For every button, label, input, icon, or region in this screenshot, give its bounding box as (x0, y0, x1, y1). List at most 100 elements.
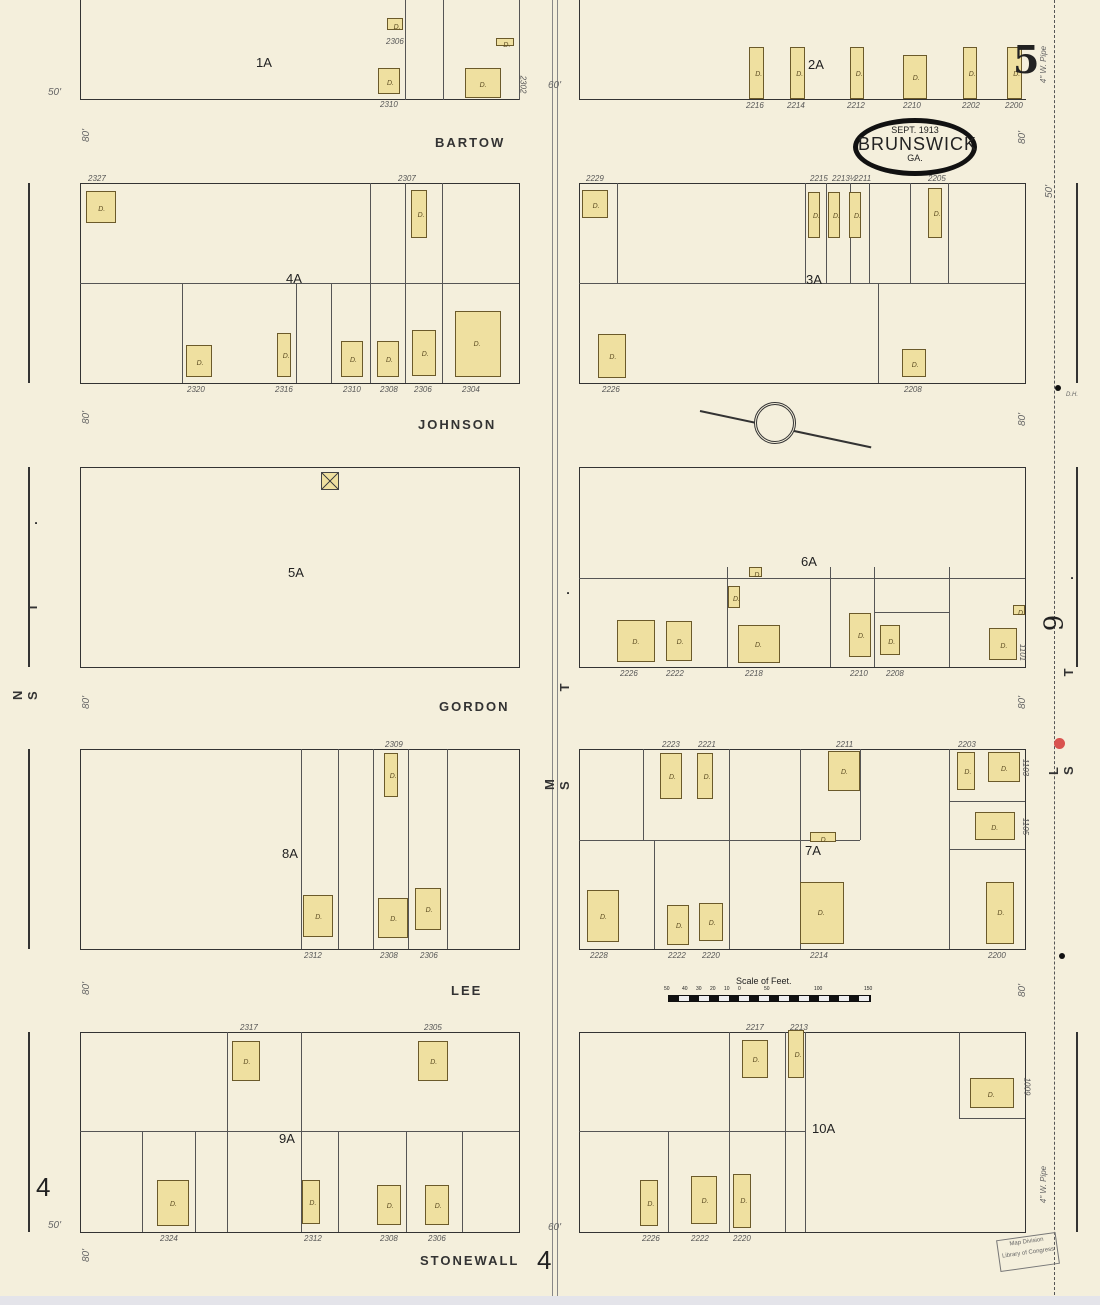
lot-line (579, 578, 1025, 579)
scale-tick-label: 150 (864, 986, 873, 992)
dwelling-building: D. (378, 898, 408, 938)
dwelling-mark: D. (676, 923, 683, 931)
street-gordon: GORDON (439, 699, 510, 714)
house-number: 2203 (958, 740, 976, 749)
block-6a (579, 467, 1026, 668)
house-number: 2205 (928, 174, 946, 183)
house-number: 2320 (187, 385, 205, 394)
lot-line (227, 1032, 228, 1232)
width-label: 80' (1017, 983, 1029, 998)
dwelling-building: D. (738, 625, 780, 663)
lot-line (949, 849, 1025, 850)
house-number: 2228 (590, 951, 608, 960)
edge-line (1076, 183, 1078, 383)
dwelling-building: D. (465, 68, 501, 98)
dwelling-building: D. (582, 190, 608, 218)
dwelling-mark: D. (389, 772, 397, 780)
dwelling-building: D. (742, 1040, 768, 1078)
house-number: 1009 (1022, 1077, 1032, 1096)
dwelling-mark: D. (350, 357, 357, 365)
dwelling-building: D. (640, 1180, 658, 1226)
house-number: 1103 (1021, 758, 1031, 777)
dwelling-mark: D. (425, 907, 433, 914)
house-number: 2222 (691, 1234, 709, 1243)
lot-line (142, 1131, 143, 1232)
width-label: 50' (48, 1220, 62, 1231)
width-label: 80' (81, 1248, 93, 1263)
house-number: 2307 (398, 174, 416, 183)
block-label: 6A (801, 554, 817, 569)
house-number: 2310 (380, 100, 398, 109)
dwelling-building: D. (455, 311, 501, 377)
house-number: 2306 (420, 951, 438, 960)
block-label: 9A (279, 1131, 295, 1146)
dwelling-mark: D. (813, 212, 820, 220)
house-number: 2211 (836, 740, 854, 749)
adjacent-sheet-right: 9 (1039, 614, 1070, 632)
bottom-strip (0, 1296, 1100, 1305)
skylight-marker (321, 472, 339, 490)
street-stonewall: STONEWALL (420, 1253, 520, 1268)
dwelling-building: D. (691, 1176, 717, 1224)
edge-line (28, 183, 30, 383)
dwelling-building: D. (902, 349, 926, 377)
lot-line (617, 183, 618, 283)
scale-tick-label: 50 (764, 986, 770, 992)
house-number: 2217 (746, 1023, 764, 1032)
dwelling-building: D. (800, 882, 844, 944)
dwelling-building: D. (667, 905, 689, 945)
width-label: 80' (81, 981, 93, 996)
dwelling-mark: D. (1013, 70, 1021, 78)
dwelling-mark: D. (820, 836, 828, 844)
dwelling-mark: D. (968, 70, 976, 78)
scale-tick-label: 20 (710, 986, 716, 992)
dwelling-building: D. (790, 47, 805, 99)
lot-line (442, 183, 443, 383)
lot-line (579, 1131, 805, 1132)
house-number: 2305 (424, 1023, 442, 1032)
dwelling-building: D. (988, 752, 1020, 782)
fire-alarm-icon (1054, 738, 1065, 749)
dwelling-mark: D. (282, 352, 290, 360)
dwelling-mark: D. (701, 1197, 709, 1205)
lot-line (949, 567, 950, 667)
dwelling-mark: D. (752, 1057, 760, 1065)
dwelling-building: D. (303, 895, 333, 937)
house-number: 2226 (642, 1234, 660, 1243)
block-label: 1A (256, 55, 272, 70)
lot-line (729, 749, 730, 949)
dwelling-building: D. (387, 18, 403, 31)
dwelling-mark: D. (196, 359, 204, 367)
hydrant-icon (1059, 953, 1065, 959)
dwelling-mark: D. (964, 769, 972, 777)
width-label: 80' (1017, 695, 1029, 710)
title-cartouche: SEPT. 1913 BRUNSWICK GA. (853, 118, 977, 176)
dwelling-mark: D. (600, 913, 607, 921)
house-number: 2200 (1005, 101, 1023, 110)
dwelling-building: D. (828, 751, 860, 791)
dwelling-mark: D. (1018, 609, 1025, 617)
dwelling-mark: D. (632, 639, 640, 646)
edge-line (28, 1032, 30, 1232)
dwelling-mark: D. (991, 824, 999, 832)
width-label: 60' (548, 1222, 562, 1233)
house-number: 2208 (904, 385, 922, 394)
house-number: 2220 (702, 951, 720, 960)
scale-tick-label: 40 (682, 986, 688, 992)
lot-line (296, 283, 297, 383)
dwelling-mark: D. (676, 639, 684, 647)
dwelling-mark: D. (833, 212, 840, 220)
dwelling-mark: D. (386, 357, 393, 365)
dwelling-building: D. (749, 567, 762, 579)
dwelling-mark: D. (854, 212, 861, 220)
width-label: 80' (81, 128, 93, 143)
hydrant-label: D.H. (1066, 392, 1078, 398)
dwelling-building: D. (808, 192, 820, 238)
dwelling-building: D. (849, 192, 861, 238)
lot-line (910, 183, 911, 283)
lot-line (579, 840, 860, 841)
lot-line (462, 1131, 463, 1232)
lot-line (579, 283, 1025, 284)
dwelling-mark: D. (393, 23, 401, 31)
width-label: 80' (81, 695, 93, 710)
